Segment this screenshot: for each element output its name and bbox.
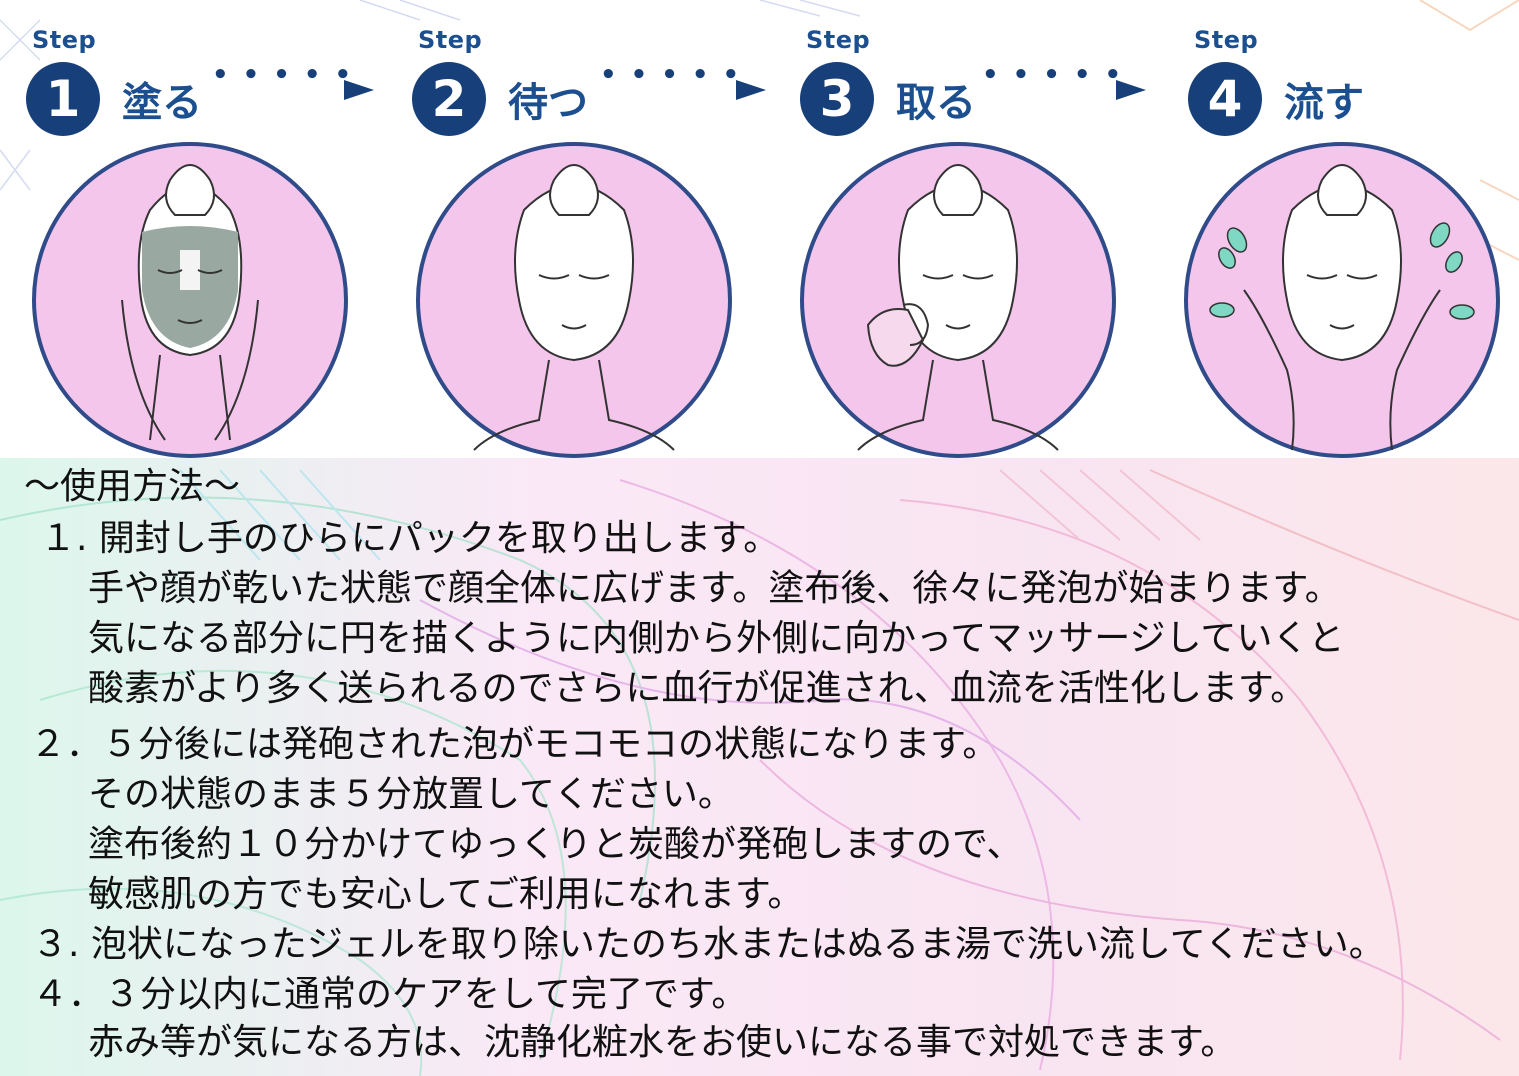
water-drop-icon bbox=[1209, 222, 1475, 320]
step-number-badge: 2 bbox=[412, 62, 486, 136]
step-label: Step bbox=[418, 26, 483, 54]
instruction-line: 気になる部分に円を描くように内側から外側に向かってマッサージしていくと bbox=[88, 618, 1345, 659]
step-number-badge: 3 bbox=[800, 62, 874, 136]
instruction-line: その状態のまま５分放置してください。 bbox=[88, 774, 734, 815]
step-title: 塗る bbox=[122, 80, 202, 126]
face-illustration-remove bbox=[800, 142, 1116, 458]
face-illustration-wait bbox=[416, 142, 732, 458]
instruction-line: 酸素がより多く送られるのでさらに血行が促進され、血流を活性化します。 bbox=[88, 668, 1307, 709]
instruction-line: 塗布後約１０分かけてゆっくりと炭酸が発砲しますので、 bbox=[88, 824, 1023, 865]
step-label: Step bbox=[1194, 26, 1259, 54]
instruction-line: １. 開封し手のひらにパックを取り出します。 bbox=[40, 518, 780, 559]
instruction-line: 手や顔が乾いた状態で顔全体に広げます。塗布後、徐々に発泡が始まります。 bbox=[88, 568, 1341, 609]
step-title: 待つ bbox=[508, 80, 588, 126]
arrow-right-icon bbox=[1116, 80, 1146, 100]
dotted-connector: ••••• bbox=[212, 60, 366, 90]
instruction-line: ３. 泡状になったジェルを取り除いたのち水またはぬるま湯で洗い流してください。 bbox=[32, 924, 1385, 965]
usage-heading: ～使用方法～ bbox=[24, 466, 241, 507]
arrow-right-icon bbox=[344, 80, 374, 100]
face-illustration-apply bbox=[32, 142, 348, 458]
step-label: Step bbox=[32, 26, 97, 54]
face-illustration-rinse bbox=[1184, 142, 1500, 458]
arrow-right-icon bbox=[736, 80, 766, 100]
instruction-line: ２．５分後には発砲された泡がモコモコの状態になります。 bbox=[30, 724, 999, 765]
step-number-badge: 1 bbox=[26, 62, 100, 136]
step-title: 取る bbox=[896, 80, 976, 126]
step-label: Step bbox=[806, 26, 871, 54]
instruction-line: 赤み等が気になる方は、沈静化粧水をお使いになる事で対処できます。 bbox=[88, 1022, 1237, 1063]
dotted-connector: ••••• bbox=[600, 60, 754, 90]
instruction-line: ４．３分以内に通常のケアをして完了です。 bbox=[32, 974, 748, 1015]
instruction-line: 敏感肌の方でも安心してご利用になれます。 bbox=[88, 874, 804, 915]
dotted-connector: ••••• bbox=[982, 60, 1136, 90]
step-number-badge: 4 bbox=[1188, 62, 1262, 136]
step-title: 流す bbox=[1284, 80, 1364, 126]
